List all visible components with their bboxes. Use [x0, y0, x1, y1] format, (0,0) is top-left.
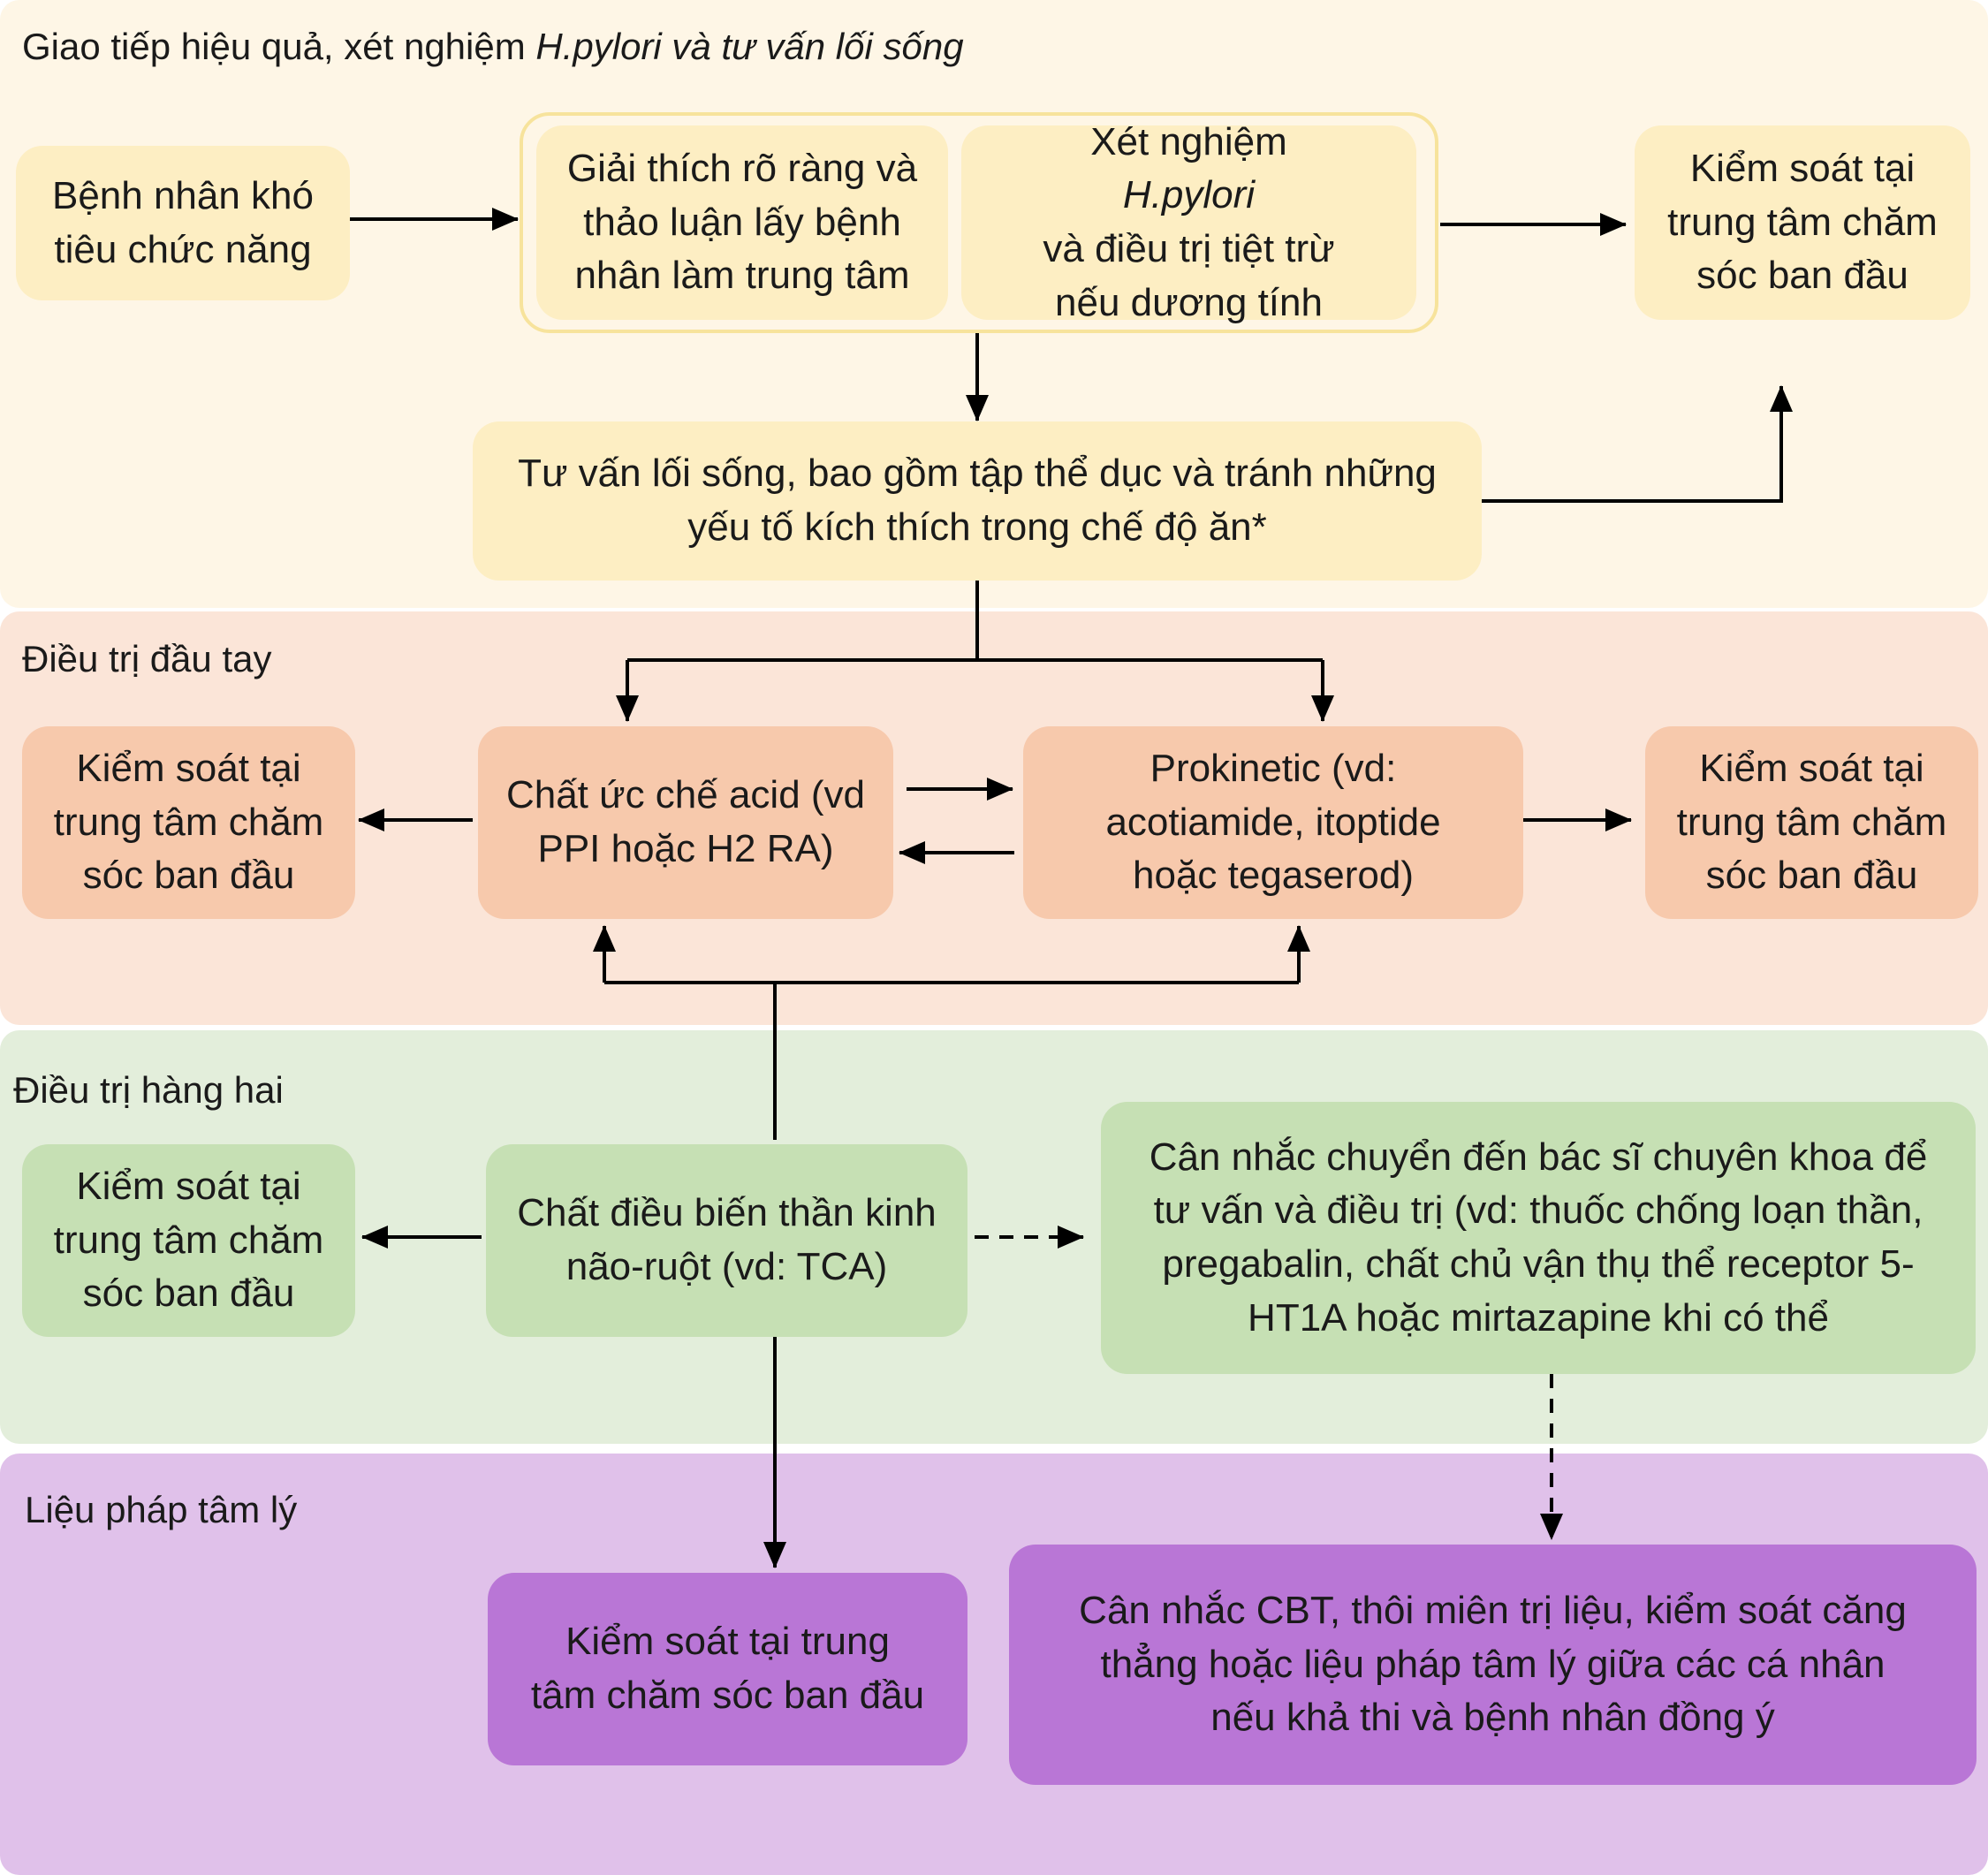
prokinetic-box: Prokinetic (vd: acotiamide, itoptide hoặc …: [1023, 726, 1523, 919]
box-text-line: nhân làm trung tâm: [574, 254, 910, 298]
band-title-psychotherapy: Liệu pháp tâm lý: [25, 1489, 298, 1530]
box-text-line: trung tâm chăm: [53, 800, 324, 844]
box-text-line: sóc ban đầu: [82, 1272, 295, 1316]
band-title-second-line: Điều trị hàng hai: [13, 1069, 284, 1111]
arrow-lifestyle-to-primary-care: [1482, 385, 1793, 503]
box-text-line: tư vấn và điều trị (vd: thuốc chống loạn…: [1153, 1188, 1924, 1233]
box-text-line: sóc ban đầu: [82, 854, 295, 898]
explanation-box: Giải thích rõ ràng và thảo luận lấy bệnh n…: [536, 125, 948, 320]
box-text-line: pregabalin, chất chủ vận thụ thể recepto…: [1162, 1242, 1915, 1286]
box-text-line: sóc ban đầu: [1696, 254, 1908, 298]
box-text-line: PPI hoặc H2 RA): [537, 827, 834, 870]
box-text-line: Kiểm soát tại: [76, 1164, 301, 1208]
box-text-line: yếu tố kích thích trong chế độ ăn*: [687, 505, 1267, 549]
primary-care-box-psych: Kiểm soát tại trung tâm chăm sóc ban đầu: [488, 1573, 967, 1765]
box-text-line: nếu khả thi và bệnh nhân đồng ý: [1210, 1696, 1775, 1740]
box-text-line: Kiểm soát tại: [76, 746, 301, 790]
psychotherapy-options-box: Cân nhắc CBT, thôi miên trị liệu, kiểm s…: [1009, 1545, 1977, 1785]
box-text-line: não-ruột (vd: TCA): [565, 1245, 888, 1288]
box-text-line: Kiểm soát tại: [1689, 146, 1916, 190]
box-text-line: tiêu chức năng: [54, 227, 312, 271]
box-text-line: acotiamide, itoptide: [1105, 800, 1441, 844]
box-text-line: trung tâm chăm: [1667, 200, 1938, 244]
box-text-line: Cân nhắc chuyển đến bác sĩ chuyên khoa đ…: [1149, 1135, 1928, 1179]
box-text-line: và điều trị tiệt trừ: [1043, 227, 1335, 270]
box-text-line: Kiểm soát tại trung: [565, 1620, 890, 1664]
box-text-line: Kiểm soát tại: [1699, 746, 1924, 790]
lifestyle-advice-box: Tư vấn lối sống, bao gồm tập thể dục và …: [473, 421, 1482, 581]
box-text-line: Tư vấn lối sống, bao gồm tập thể dục và …: [518, 452, 1437, 496]
box-text-line: Giải thích rõ ràng và: [566, 146, 918, 190]
specialist-referral-box: Cân nhắc chuyển đến bác sĩ chuyên khoa đ…: [1101, 1102, 1976, 1374]
primary-care-box-top: Kiểm soát tại trung tâm chăm sóc ban đầu: [1635, 125, 1970, 320]
primary-care-box-first-left: Kiểm soát tại trung tâm chăm sóc ban đầu: [22, 726, 355, 919]
box-text-line: Prokinetic (vd:: [1150, 746, 1397, 790]
box-text-line: trung tâm chăm: [1676, 800, 1947, 844]
box-text-line: tâm chăm sóc ban đầu: [530, 1674, 925, 1717]
band-title-first-line: Điều trị đầu tay: [22, 638, 272, 679]
box-text-line: HT1A hoặc mirtazapine khi có thể: [1248, 1295, 1829, 1340]
neuromodulator-box: Chất điều biến thần kinh não-ruột (vd: TC…: [486, 1144, 967, 1337]
box-text-line: Chất điều biến thần kinh: [517, 1191, 937, 1235]
box-text-line: nếu dương tính: [1055, 280, 1323, 324]
initial-management-group: [520, 112, 1438, 333]
box-text-line: Chất ức chế acid (vd: [505, 773, 866, 817]
primary-care-box-first-right: Kiểm soát tại trung tâm chăm sóc ban đầu: [1645, 726, 1978, 919]
patient-box: Bệnh nhân khó tiêu chức năng: [16, 146, 350, 300]
box-text-line: thẳng hoặc liệu pháp tâm lý giữa các cá …: [1100, 1642, 1886, 1686]
box-text-line: thảo luận lấy bệnh: [583, 200, 901, 244]
box-text-line: Bệnh nhân khó: [51, 173, 315, 217]
box-text-line: Cân nhắc CBT, thôi miên trị liệu, kiểm s…: [1079, 1588, 1907, 1632]
box-text-line: hoặc tegaserod): [1133, 854, 1414, 898]
band-title-lifestyle: Giao tiếp hiệu quả, xét nghiệm H.pylori …: [22, 26, 964, 67]
box-text-line: trung tâm chăm: [53, 1218, 324, 1262]
primary-care-box-second-left: Kiểm soát tại trung tâm chăm sóc ban đầu: [22, 1144, 355, 1337]
box-text-line: Xét nghiệm: [1090, 119, 1287, 163]
hpylori-test-box: Xét nghiệm H.pylori và điều trị tiệt trừ…: [961, 120, 1416, 324]
box-text-line: sóc ban đầu: [1705, 854, 1918, 898]
